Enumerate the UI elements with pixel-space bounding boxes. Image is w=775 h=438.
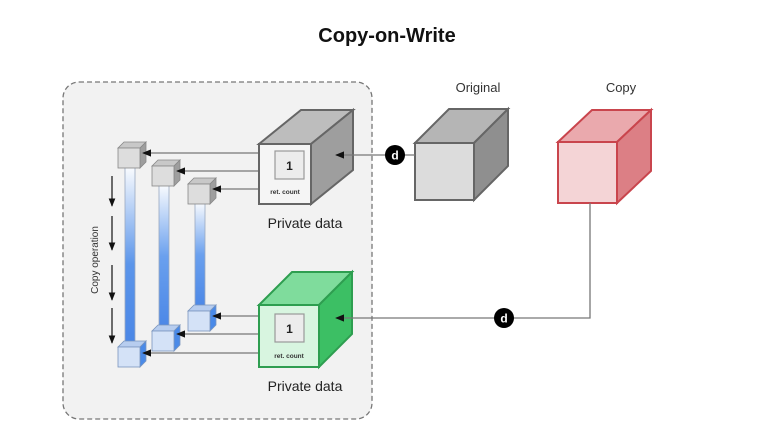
original-pointer-link: d <box>335 145 415 165</box>
private-data-label-top: Private data <box>268 215 343 231</box>
ref-count-value-top: 1 <box>286 159 293 173</box>
small-blue-cube-2 <box>151 324 181 352</box>
original-label: Original <box>456 80 501 95</box>
small-gray-cube-1 <box>117 141 147 169</box>
d-pointer-badge-original <box>385 145 405 165</box>
private-data-label-bottom: Private data <box>268 378 343 394</box>
top-data-links <box>142 149 259 193</box>
copy-cube <box>555 107 654 206</box>
copy-operation-indicator: Copy operation <box>90 176 116 344</box>
copy-bar-3 <box>194 199 206 311</box>
copy-bar-1 <box>124 163 136 347</box>
copy-pointer-arrow <box>335 203 591 322</box>
d-pointer-badge-copy <box>494 308 514 328</box>
copy-bar-2 <box>158 181 170 332</box>
ref-count-caption-top: ret. count <box>270 189 300 196</box>
copy-label: Copy <box>606 80 637 95</box>
d-pointer-label-copy: d <box>500 312 507 326</box>
d-pointer-label-original: d <box>391 149 398 163</box>
small-gray-cube-3 <box>187 177 217 205</box>
ref-count-value-bottom: 1 <box>286 322 293 336</box>
copy-pointer-link: d <box>335 203 591 328</box>
copy-operation-label: Copy operation <box>90 226 101 294</box>
small-blue-cube-3 <box>187 304 217 332</box>
bottom-data-links <box>142 312 259 357</box>
original-cube <box>412 106 511 203</box>
diagram-title: Copy-on-Write <box>318 25 455 47</box>
ref-count-caption-bottom: ret. count <box>274 353 304 360</box>
small-gray-cube-2 <box>151 159 181 187</box>
ref-count-box-bottom <box>274 313 305 343</box>
ref-count-box-top <box>274 150 305 180</box>
small-blue-cube-1 <box>117 340 147 368</box>
private-data-cube-top: 1 ret. count <box>256 107 356 207</box>
